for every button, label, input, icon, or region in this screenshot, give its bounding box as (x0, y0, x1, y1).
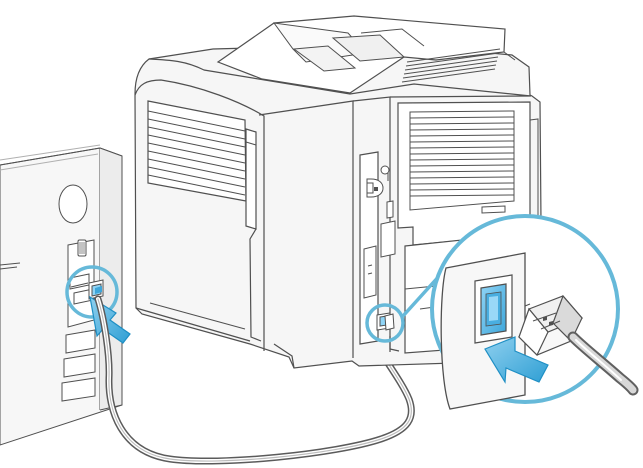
printer-insert-arrow-icon (484, 336, 549, 384)
printer-usb-callout (365, 303, 405, 343)
magnified-usb-inset (430, 214, 639, 410)
printer-left-vent (147, 110, 246, 196)
printer-rear-vent (409, 116, 515, 197)
usb-cable (94, 295, 415, 465)
computer-fan-icon (58, 184, 88, 224)
printer-top-vent (401, 48, 501, 83)
computer-usb-callout (65, 265, 119, 319)
computer-tower (0, 144, 123, 446)
